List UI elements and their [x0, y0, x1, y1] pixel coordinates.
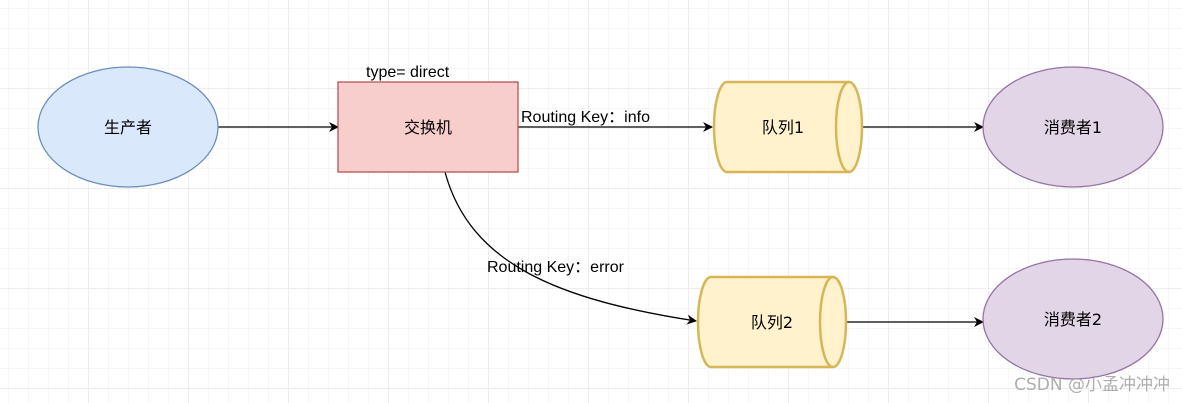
queue2-cap [818, 275, 834, 369]
queue2-node[interactable]: 队列2 [696, 275, 848, 369]
producer-label: 生产者 [104, 118, 152, 137]
exchange-label: 交换机 [404, 118, 452, 137]
consumer2-label: 消费者2 [1044, 310, 1102, 329]
queue1-node[interactable]: 队列1 [712, 80, 864, 174]
producer-shape [37, 66, 219, 188]
watermark: CSDN @小孟冲冲冲 [1014, 375, 1170, 395]
consumer1-label: 消费者1 [1044, 118, 1102, 137]
consumer2-node[interactable]: 消费者2 [982, 258, 1164, 380]
edge-label-error: Routing Key：error [487, 259, 625, 276]
edge-exchange-queue2 [444, 171, 697, 325]
consumer1-shape [982, 66, 1164, 188]
producer-node[interactable]: 生产者 [37, 66, 219, 188]
consumer2-shape [982, 258, 1164, 380]
queue1-label: 队列1 [762, 118, 804, 137]
consumer1-node[interactable]: 消费者1 [982, 66, 1164, 188]
exchange-node[interactable]: 交换机 [337, 81, 519, 173]
exchange-type-label: type= direct [366, 64, 450, 81]
exchange-shape [337, 81, 519, 173]
edge-label-info: Routing Key：info [521, 109, 650, 126]
queue1-cap [834, 80, 850, 174]
queue2-label: 队列2 [751, 313, 793, 332]
